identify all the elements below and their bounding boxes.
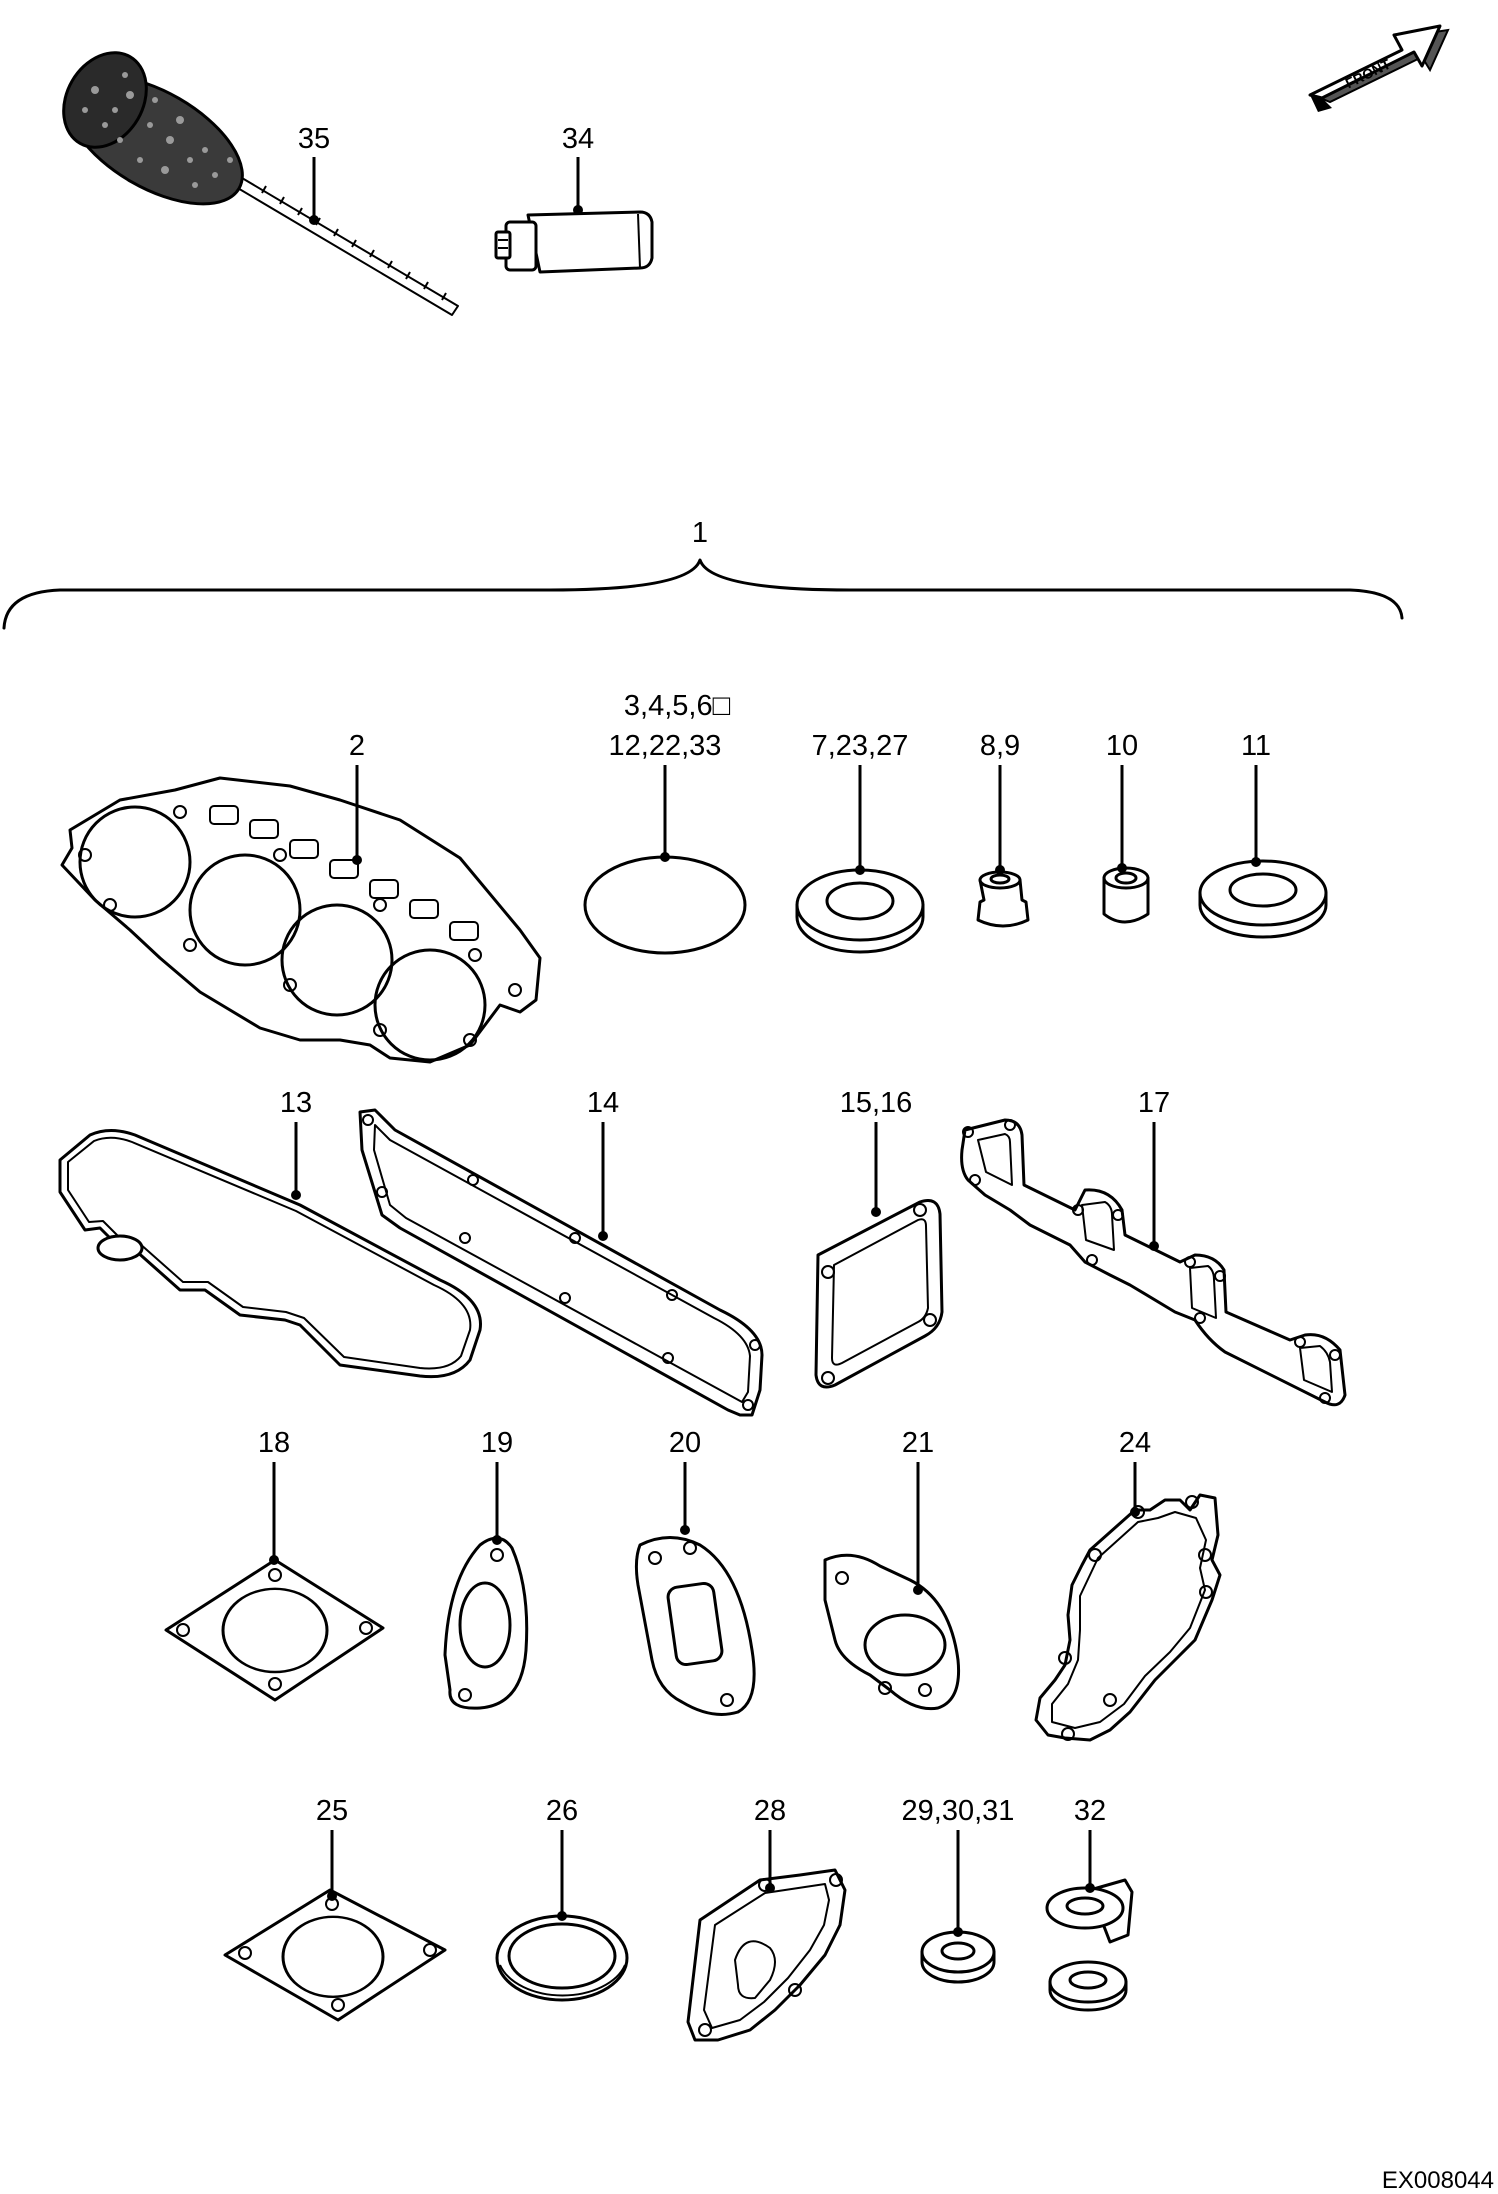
manifold-gasket-part-14 xyxy=(358,1108,764,1417)
callout-32: 32 xyxy=(1074,1795,1106,1827)
callout-29: 29,30,31 xyxy=(902,1795,1015,1827)
flange-gasket-part-21 xyxy=(823,1553,961,1711)
callout-8: 8,9 xyxy=(980,730,1020,762)
cleaning-brush-part-35 xyxy=(62,51,459,316)
exhaust-manifold-gasket-part-17 xyxy=(960,1118,1347,1407)
callout-12: 12,22,33 xyxy=(609,730,722,762)
valve-stem-seal-part-8 xyxy=(976,870,1030,928)
sealing-washer-part-7 xyxy=(795,868,925,954)
callout-34: 34 xyxy=(562,123,594,155)
callout-26: 26 xyxy=(546,1795,578,1827)
washer-set-part-32 xyxy=(1045,1878,1134,2012)
oval-gasket-part-19 xyxy=(443,1536,529,1710)
callout-25: 25 xyxy=(316,1795,348,1827)
callout-7: 7,23,27 xyxy=(812,730,909,762)
drawing-code: EX008044 xyxy=(1382,2167,1494,2194)
water-pump-gasket-part-24 xyxy=(1034,1493,1222,1742)
callout-labels: 35 34 1 2 3,4,5,6□ 12,22,33 7,23,27 8,9 … xyxy=(258,123,1271,1827)
sealing-washer-part-11 xyxy=(1198,859,1328,939)
callout-13: 13 xyxy=(280,1087,312,1119)
callout-14: 14 xyxy=(587,1087,619,1119)
flange-gasket-part-18 xyxy=(164,1558,385,1702)
sealant-tube-part-34 xyxy=(494,210,654,274)
callout-20: 20 xyxy=(669,1427,701,1459)
callout-21: 21 xyxy=(902,1427,934,1459)
cover-gasket-part-28 xyxy=(686,1868,847,2042)
front-direction-arrow: FRONT xyxy=(1308,24,1450,112)
square-gasket-part-15 xyxy=(814,1199,944,1389)
callout-10: 10 xyxy=(1106,730,1138,762)
ring-gasket-part-26 xyxy=(495,1914,629,2002)
o-ring-part-3 xyxy=(583,855,747,955)
callout-18: 18 xyxy=(258,1427,290,1459)
kit-brace xyxy=(2,558,1404,630)
callout-17: 17 xyxy=(1138,1087,1170,1119)
callout-15: 15,16 xyxy=(840,1087,913,1119)
sleeve-part-10 xyxy=(1102,866,1150,924)
callout-11: 11 xyxy=(1241,730,1271,762)
washer-part-29 xyxy=(920,1930,996,1984)
callout-3: 3,4,5,6□ xyxy=(624,690,731,722)
valve-cover-gasket-part-13 xyxy=(58,1129,482,1379)
cylinder-head-gasket-part-2 xyxy=(60,776,542,1064)
rectangular-gasket-part-20 xyxy=(634,1536,756,1716)
callout-28: 28 xyxy=(754,1795,786,1827)
leader-lines xyxy=(269,157,1261,1937)
callout-1: 1 xyxy=(692,517,708,549)
callout-19: 19 xyxy=(481,1427,513,1459)
callout-2: 2 xyxy=(349,730,365,762)
front-label: FRONT xyxy=(1343,56,1394,92)
callout-35: 35 xyxy=(298,123,330,155)
flange-gasket-part-25 xyxy=(223,1888,447,2022)
callout-24: 24 xyxy=(1119,1427,1151,1459)
